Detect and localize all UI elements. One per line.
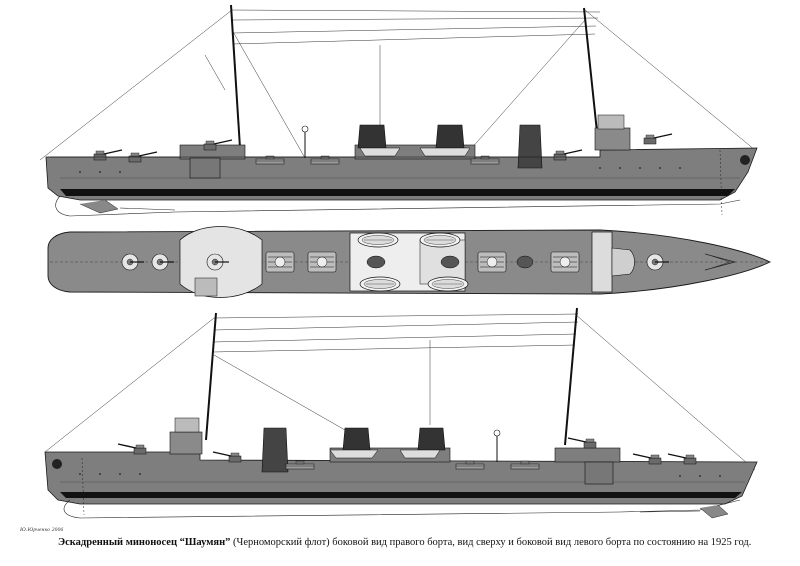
- caption-title: Эскадренный миноносец “Шаумян”: [58, 537, 231, 548]
- caption-description: (Черноморский флот) боковой вид правого …: [230, 537, 752, 548]
- author-signature: Ю.Юрченко 2006: [20, 527, 64, 533]
- deck-plan-view: [47, 226, 772, 298]
- port-side-view: [44, 307, 758, 519]
- starboard-side-view: [39, 4, 758, 217]
- drawing-caption: Эскадренный миноносец “Шаумян” (Черномор…: [58, 537, 793, 548]
